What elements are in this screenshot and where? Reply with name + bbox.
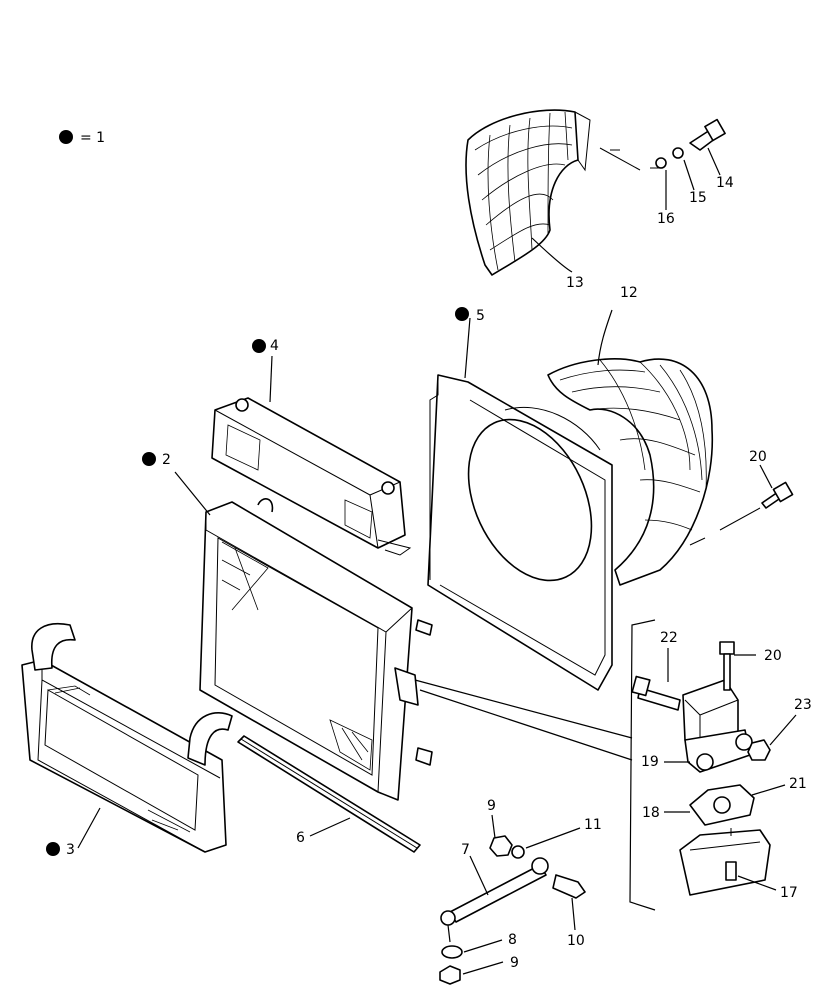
fan-shroud: [427, 374, 613, 691]
callout-9: 9: [487, 798, 496, 814]
callout-17: 17: [780, 885, 798, 901]
leader-8: [463, 939, 503, 953]
leader-21: [751, 784, 786, 796]
callout-9: 9: [510, 955, 519, 971]
bullet-icon: [455, 307, 469, 321]
leader-23: [769, 714, 797, 746]
callout-22: 22: [660, 630, 678, 646]
callout-14: 14: [716, 175, 734, 191]
callout-2: 2: [162, 452, 171, 468]
leader-20a: [759, 464, 773, 489]
callout-18: 18: [642, 805, 660, 821]
bolt-20-upper: [689, 481, 794, 546]
callout-6: 6: [296, 830, 305, 846]
leader-12: [597, 309, 613, 366]
legend: = 1: [59, 130, 105, 146]
callout-13: 13: [566, 275, 584, 291]
callout-23: 23: [794, 697, 812, 713]
callout-12: 12: [620, 285, 638, 301]
fan-guard-lower: [547, 358, 714, 586]
callout-19: 19: [641, 754, 659, 770]
callout-16: 16: [657, 211, 675, 227]
rod-hardware: [439, 835, 586, 985]
leader-13: [531, 237, 573, 273]
stay-rod: [440, 857, 549, 943]
leader-5: [464, 317, 471, 379]
detail-frame: [414, 619, 656, 911]
callout-15: 15: [689, 190, 707, 206]
callout-21: 21: [789, 776, 807, 792]
callout-10: 10: [567, 933, 585, 949]
oil-cooler: [211, 397, 412, 556]
callout-8: 8: [508, 932, 517, 948]
leader-3: [77, 807, 101, 849]
bullet-icon: [59, 130, 73, 144]
seal-strip: [237, 735, 421, 853]
bullet-icon: [46, 842, 60, 856]
leader-2: [174, 471, 211, 516]
radiator: [199, 498, 433, 801]
leader-10: [571, 897, 576, 931]
callout-20: 20: [749, 449, 767, 465]
bolt-washer-set-top: [655, 118, 726, 210]
callout-5: 5: [476, 308, 485, 324]
fan-guard-upper: [465, 109, 660, 276]
leader-11: [525, 827, 581, 849]
leader-9a: [491, 814, 496, 839]
callout-7: 7: [461, 842, 470, 858]
intercooler: [21, 623, 233, 853]
leader-9b: [462, 961, 504, 975]
callout-20: 20: [764, 648, 782, 664]
leader-4: [269, 355, 273, 403]
callout-3: 3: [66, 842, 75, 858]
leader-17: [737, 875, 777, 891]
engine-mount: [631, 641, 771, 896]
bullet-icon: [142, 452, 156, 466]
bullet-icon: [252, 339, 266, 353]
legend-text: = 1: [80, 130, 105, 146]
leader-7: [469, 855, 489, 896]
leader-6: [309, 817, 351, 837]
callout-11: 11: [584, 817, 602, 833]
callout-4: 4: [270, 338, 279, 354]
